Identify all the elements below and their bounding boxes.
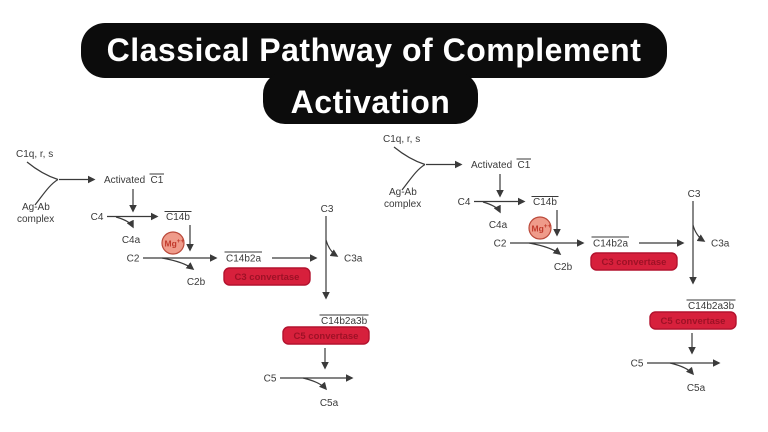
branch-c5-to-c5a (669, 362, 695, 376)
label-agab-line1: Ag-Ab (389, 187, 417, 198)
label-c5: C5 (264, 374, 277, 385)
branch-c2-to-c2b (161, 257, 195, 270)
label-c5: C5 (631, 359, 644, 370)
mg-ion-label: Mg++ (165, 238, 185, 249)
label-c2: C2 (127, 254, 140, 265)
label-c14b2a3b: C14b2a3b (321, 316, 368, 327)
label-c4: C4 (91, 212, 104, 223)
branch-c4-to-c4a (115, 216, 134, 229)
label-c4a: C4a (489, 220, 508, 231)
label-c4: C4 (458, 197, 471, 208)
label-agab-line2: complex (384, 199, 421, 210)
mg-ion-circle (161, 231, 185, 255)
fork-upper-curve (26, 161, 59, 181)
branch-c5-to-c5a (302, 377, 328, 391)
mg-ion-circle (528, 216, 552, 240)
label-c3: C3 (688, 189, 701, 200)
label-c2b: C2b (187, 277, 206, 288)
label-c5a: C5a (320, 398, 339, 409)
branch-c3-to-c3a (692, 224, 706, 242)
title-text-line2: Activation (290, 83, 451, 120)
label-c5a: C5a (687, 383, 706, 394)
branch-c2-to-c2b (528, 242, 562, 255)
label-c2: C2 (494, 239, 507, 250)
c3-convertase-box (590, 252, 678, 271)
title-banner-line1: Classical Pathway of Complement (81, 23, 667, 78)
c5-convertase-label: C5 convertase (661, 316, 726, 327)
label-c1qrs: C1q, r, s (16, 149, 53, 160)
label-c1qrs: C1q, r, s (383, 134, 420, 145)
label-c14b2a: C14b2a (593, 239, 628, 250)
label-c14b: C14b (166, 212, 190, 223)
fork-lower-curve (34, 178, 59, 206)
label-c3: C3 (321, 204, 334, 215)
label-agab-line1: Ag-Ab (22, 202, 50, 213)
title-banner-line2: Activation (263, 72, 478, 124)
label-c3a: C3a (344, 254, 363, 265)
c3-convertase-box (223, 267, 311, 286)
label-agab-line2: complex (17, 214, 54, 225)
label-c3a: C3a (711, 239, 730, 250)
c5-convertase-box (282, 326, 370, 345)
c5-convertase-box (649, 311, 737, 330)
label-c14b: C14b (533, 197, 557, 208)
label-c2b: C2b (554, 262, 573, 273)
c5-convertase-label: C5 convertase (294, 331, 359, 342)
mg-ion-label: Mg++ (532, 223, 552, 234)
label-c4a: C4a (122, 235, 141, 246)
fork-upper-curve (393, 146, 426, 166)
label-c14b2a3b: C14b2a3b (688, 301, 735, 312)
branch-c3-to-c3a (325, 239, 339, 257)
branch-c4-to-c4a (482, 201, 501, 214)
label-c14b2a: C14b2a (226, 254, 261, 265)
title-text-line1: Classical Pathway of Complement (106, 32, 642, 68)
c3-convertase-label: C3 convertase (235, 272, 300, 283)
fork-lower-curve (401, 163, 426, 191)
c3-convertase-label: C3 convertase (602, 257, 667, 268)
